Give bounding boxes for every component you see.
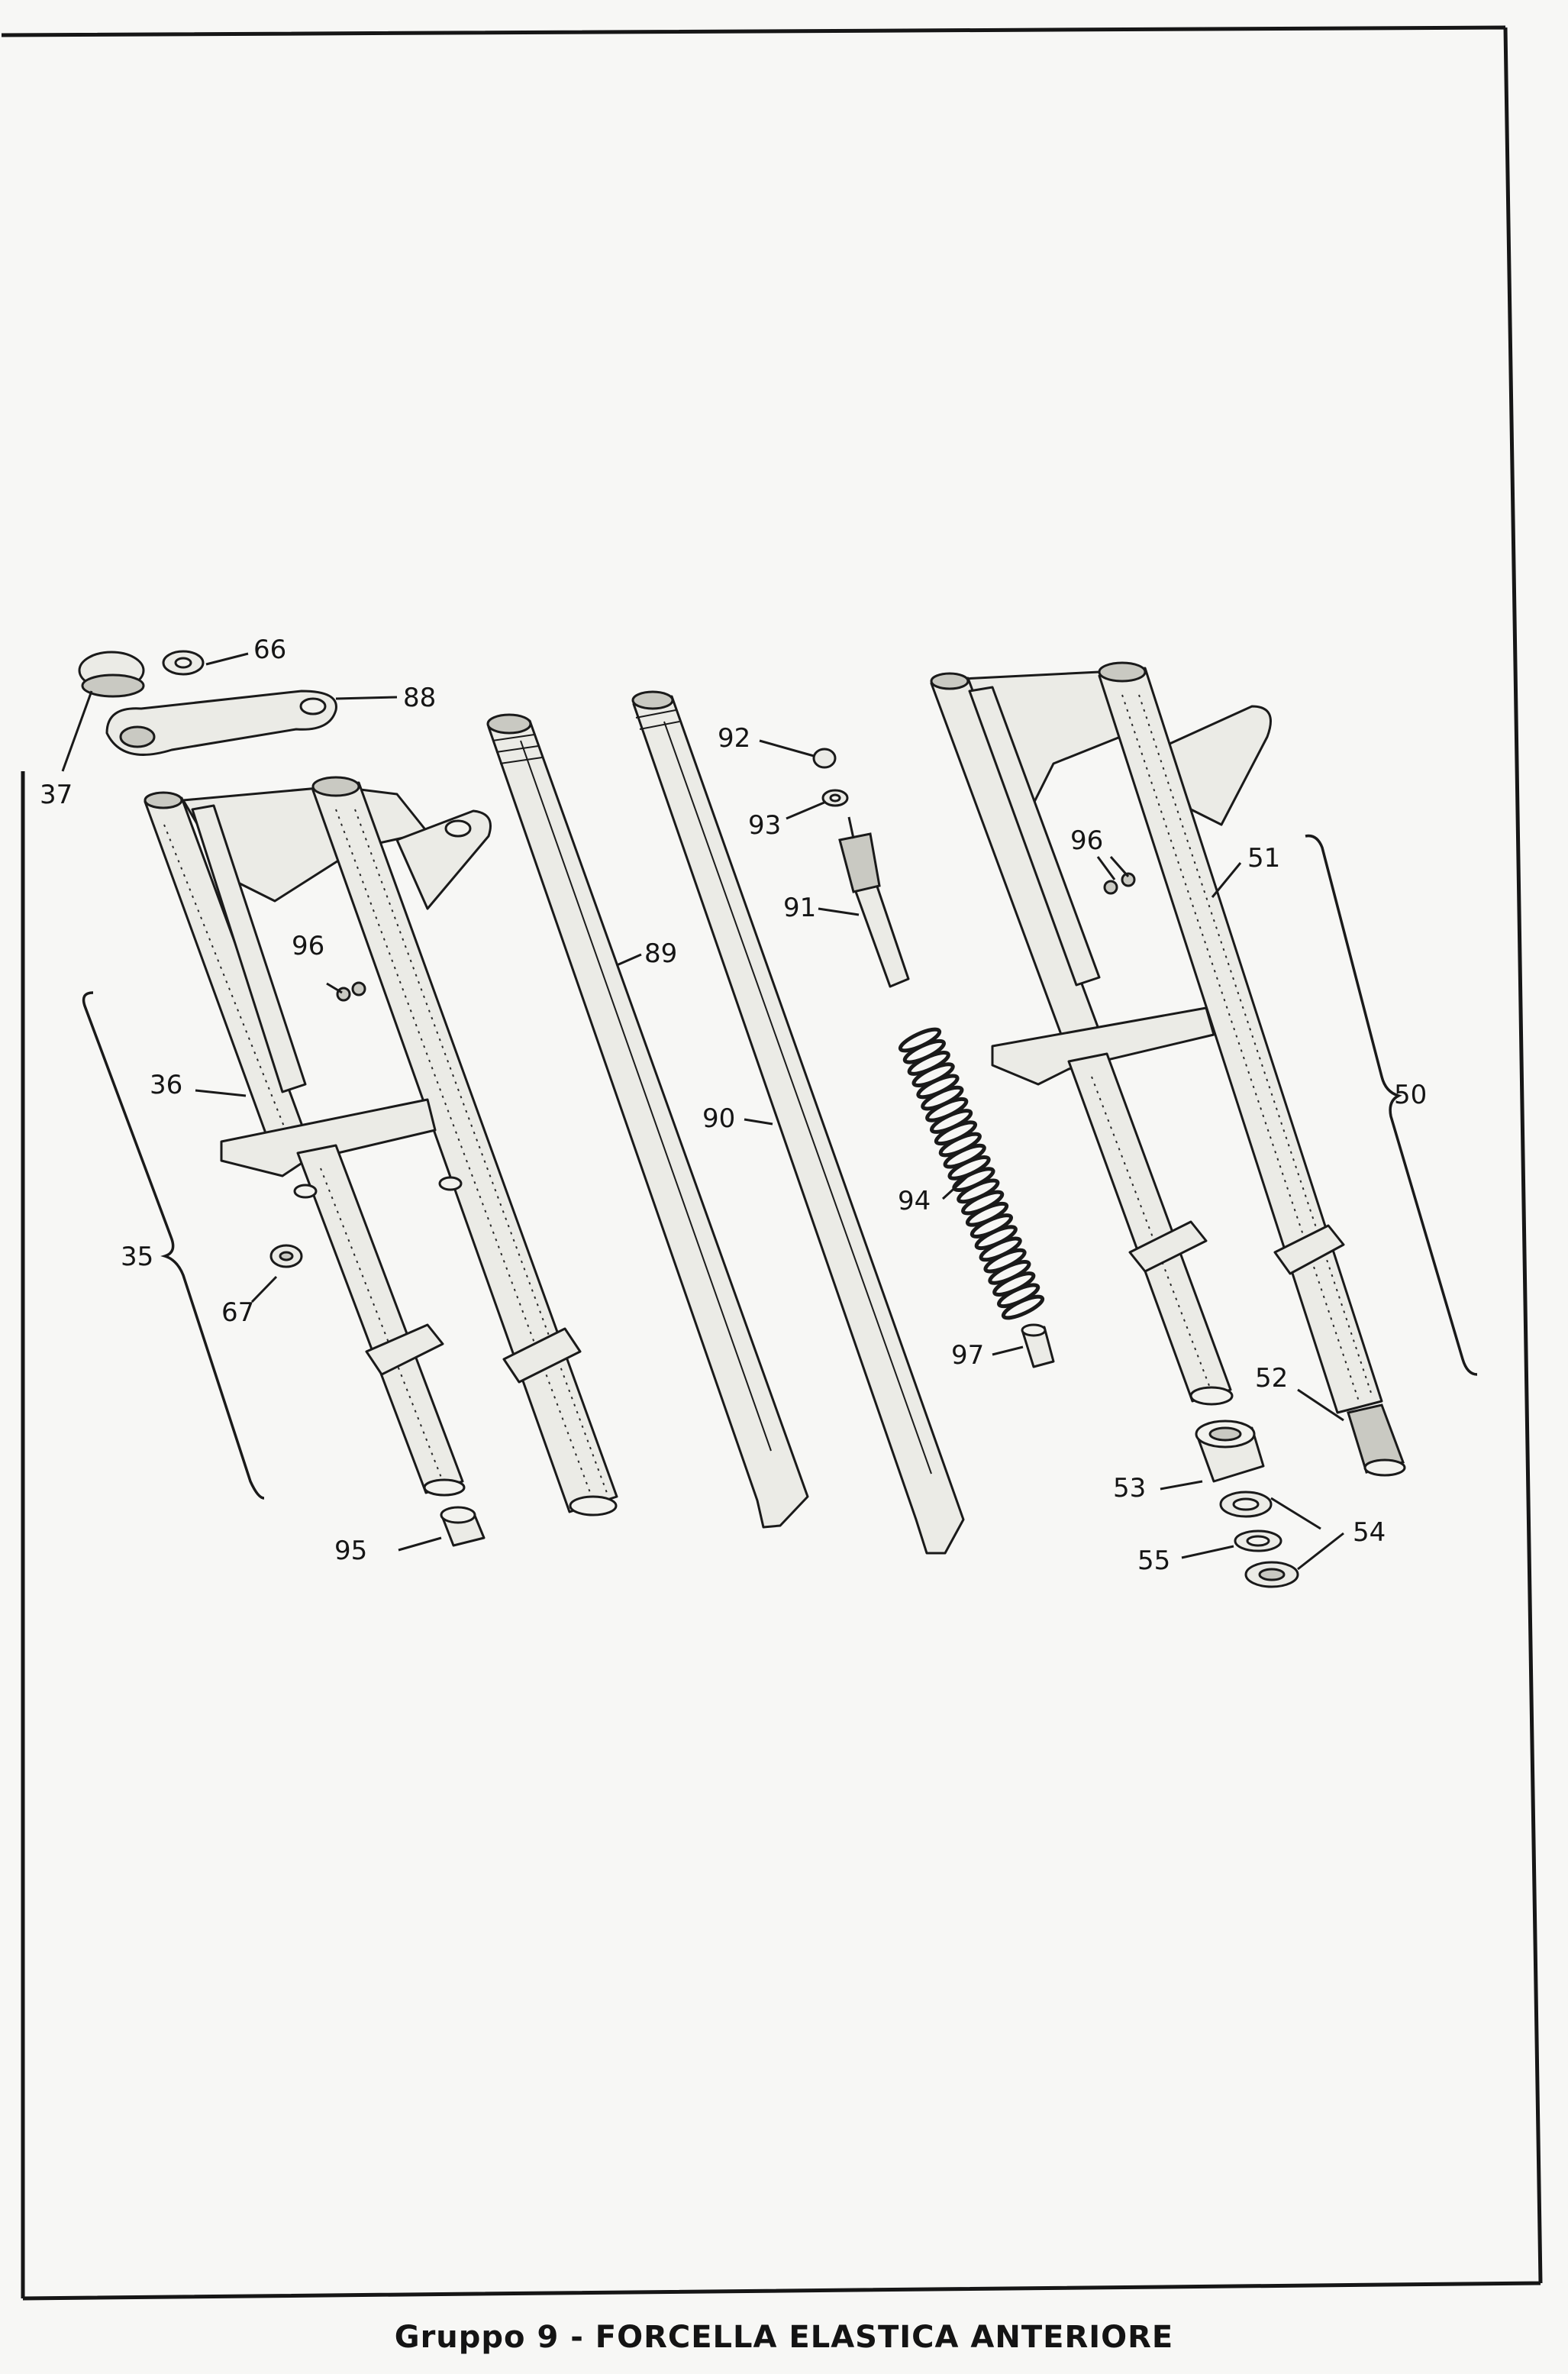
callout-96-left: 96 [292,931,324,961]
callout-37: 37 [40,780,73,810]
callout-90: 90 [702,1103,735,1134]
callout-55: 55 [1137,1546,1170,1576]
callout-36: 36 [150,1070,182,1100]
bearing-parts [1195,1420,1299,1588]
callout-94: 94 [898,1186,931,1216]
right-lower-plate [991,1006,1215,1086]
callout-88: 88 [403,683,436,713]
diagram-caption: Gruppo 9 - FORCELLA ELASTICA ANTERIORE [394,2320,1174,2355]
page-border [1,25,1543,2301]
callout-92: 92 [718,723,750,754]
callout-67: 67 [221,1297,254,1328]
right-bracket-ear [1166,705,1272,826]
left-bracket-ear [395,809,492,910]
callout-35: 35 [121,1242,153,1272]
callout-91: 91 [783,893,816,923]
brace-50 [1305,834,1478,1376]
bottom-collar-52 [1347,1403,1405,1474]
callout-51: 51 [1247,843,1280,874]
brace-35 [82,991,265,1500]
nut-92 [812,748,837,769]
damper-rod-91 [853,883,910,988]
exploded-fork-diagram: 66 88 37 96 36 35 67 95 89 90 92 93 91 9… [1,25,1543,2301]
callouts: 66 88 37 96 36 35 67 95 89 90 92 93 91 9… [40,635,1427,1576]
callout-66: 66 [253,635,286,665]
callout-95: 95 [334,1536,367,1566]
callout-50: 50 [1394,1080,1427,1110]
top-left-small-parts [78,650,486,1547]
link-88 [105,690,337,756]
callout-54: 54 [1353,1517,1386,1548]
leader-lines [61,652,1344,1571]
callout-97: 97 [951,1340,984,1371]
damper-parts [812,748,1055,1368]
callout-93: 93 [748,810,781,841]
spring-coil [1001,1294,1045,1320]
left-fork-assembly [144,776,618,1516]
left-inner-tube-top [144,791,183,809]
spring-94 [898,1027,1045,1320]
callout-96-right: 96 [1070,825,1103,856]
center-tubes [486,690,965,1555]
callout-89: 89 [644,938,677,969]
callout-52: 52 [1255,1363,1288,1394]
callout-53: 53 [1113,1473,1146,1504]
left-bracket-hole [444,819,472,838]
right-fork-assembly [930,661,1406,1477]
